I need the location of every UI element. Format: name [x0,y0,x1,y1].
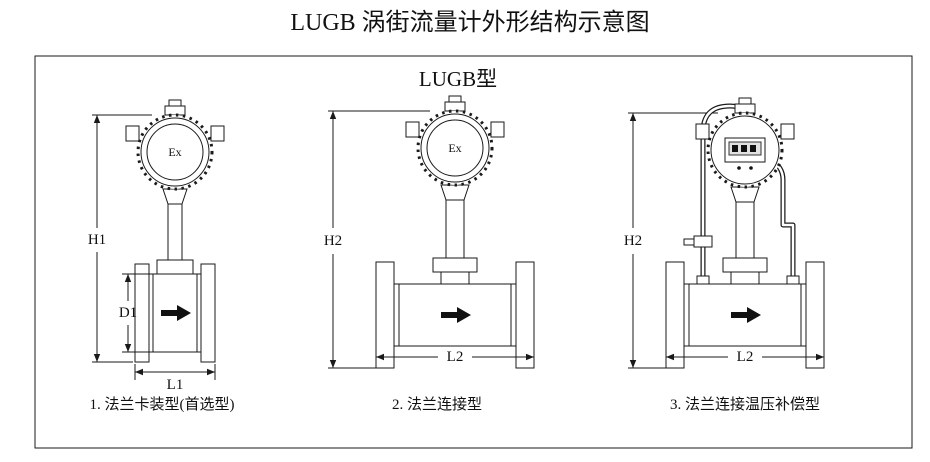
figure-compensation-type: H2 [624,97,825,413]
transmitter-head [695,97,795,189]
ex-marking-label: Ex [168,145,181,159]
diagram-border [34,55,913,449]
flow-direction-arrow-icon [731,307,761,323]
dimension-label-h2: H2 [324,233,342,249]
dimension-lines-h2 [628,112,718,369]
figure-flange-type: H2 Ex L2 2. 法兰连接型 [324,94,535,413]
transmitter-stem [156,188,194,275]
lcd-display [724,137,766,170]
dimension-lines-l1 [134,364,216,380]
dimension-label-h2: H2 [624,233,642,249]
transmitter-stem [432,184,478,285]
dimension-lines-d1 [122,273,149,353]
dimension-label-l2: L2 [737,349,754,365]
dimension-label-l2: L2 [447,349,464,365]
figure-caption: 1. 法兰卡装型(首选型) [90,396,235,413]
flow-direction-arrow-icon [441,307,471,323]
dimension-label-d1: D1 [119,305,137,321]
flow-direction-arrow-icon [161,305,191,321]
ex-marking-label: Ex [448,141,461,155]
panel-title: LUGB型 [419,67,497,91]
page-title: LUGB 涡街流量计外形结构示意图 [290,9,649,36]
valve-fitting [683,235,713,248]
dimension-lines-h2 [328,110,430,369]
transmitter-stem [722,186,768,285]
dimension-label-h1: H1 [88,232,106,248]
dimension-lines-h1 [92,114,152,363]
figure-caption: 3. 法兰连接温压补偿型 [670,396,820,413]
dimension-label-l1: L1 [167,377,184,393]
figure-wafer-type: H1 Ex D1 [88,98,235,413]
figure-caption: 2. 法兰连接型 [392,396,482,413]
